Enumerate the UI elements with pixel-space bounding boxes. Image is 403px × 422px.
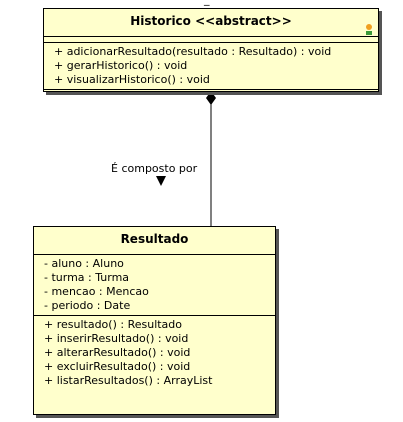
composition-diamond xyxy=(206,91,216,105)
abstract-badge-icon xyxy=(366,24,372,35)
attribute-aluno: - aluno : Aluno xyxy=(44,257,124,270)
class-historico-title: Historico <<abstract>> xyxy=(44,9,378,37)
class-resultado-title: Resultado xyxy=(34,227,275,255)
class-resultado-attributes: - aluno : Aluno - turma : Turma - mencao… xyxy=(34,255,275,316)
class-historico-methods: + adicionarResultado(resultado : Resulta… xyxy=(44,43,378,90)
method-inserir-resultado: + inserirResultado() : void xyxy=(44,332,189,345)
method-alterar-resultado: + alterarResultado() : void xyxy=(44,346,191,359)
direction-arrow-icon xyxy=(156,176,166,186)
top-cut-label: _− xyxy=(204,0,219,6)
association-label: É composto por xyxy=(111,162,198,175)
method-adicionar-resultado: + adicionarResultado(resultado : Resulta… xyxy=(54,45,332,58)
attribute-mencao: - mencao : Mencao xyxy=(44,285,149,298)
class-historico[interactable]: Historico <<abstract>> + adicionarResult… xyxy=(43,8,379,92)
class-resultado[interactable]: Resultado - aluno : Aluno - turma : Turm… xyxy=(33,226,276,415)
class-resultado-methods: + resultado() : Resultado + inserirResul… xyxy=(34,316,275,390)
class-historico-attributes xyxy=(44,37,378,43)
method-listar-resultados: + listarResultados() : ArrayList xyxy=(44,374,213,387)
method-visualizar-historico: + visualizarHistorico() : void xyxy=(54,73,210,86)
attribute-periodo: - periodo : Date xyxy=(44,299,131,312)
method-resultado: + resultado() : Resultado xyxy=(44,318,183,331)
method-excluir-resultado: + excluirResultado() : void xyxy=(44,360,191,373)
method-gerar-historico: + gerarHistorico() : void xyxy=(54,59,188,72)
attribute-turma: - turma : Turma xyxy=(44,271,130,284)
